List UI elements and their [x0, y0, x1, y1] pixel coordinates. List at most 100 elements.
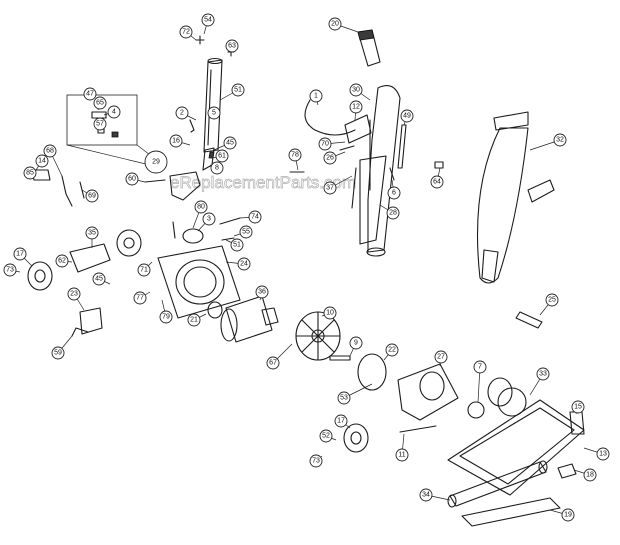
- callout-ring: [309, 89, 323, 103]
- lever: [61, 175, 73, 207]
- callout-ring: [207, 106, 221, 120]
- callout-number: 37: [326, 185, 334, 192]
- callout-ring: [231, 83, 245, 97]
- callout-number: 33: [539, 371, 547, 378]
- callout-ring: [395, 448, 409, 462]
- callout-number: 67: [269, 360, 277, 367]
- part-drawings: [27, 29, 585, 527]
- clip: [434, 161, 444, 169]
- callout-number: 5: [212, 110, 216, 117]
- callout-10: 10: [321, 306, 337, 320]
- callout-number: 30: [352, 87, 360, 94]
- o-ring: [357, 353, 387, 391]
- callout-59: 59: [51, 335, 73, 360]
- callout-65: 65: [93, 96, 107, 111]
- fan-chamber: [397, 363, 459, 421]
- callout-ring: [349, 100, 363, 114]
- callout-35: 35: [85, 226, 99, 248]
- screw: [221, 237, 235, 241]
- belt: [467, 401, 485, 419]
- callout-number: 68: [46, 148, 54, 155]
- callout-number: 24: [240, 261, 248, 268]
- spring: [189, 119, 195, 133]
- callout-number: 17: [337, 418, 345, 425]
- callout-23: 23: [67, 287, 85, 311]
- height-adjuster: [79, 307, 103, 335]
- fan: [295, 311, 341, 361]
- shaft: [329, 355, 351, 361]
- screw: [339, 145, 355, 151]
- callout-ring: [137, 263, 151, 277]
- front-wheel: [487, 377, 513, 407]
- pin: [172, 221, 176, 239]
- callout-51: 51: [219, 83, 245, 101]
- callout-64: 64: [430, 167, 444, 189]
- callout-6: 6: [387, 179, 401, 200]
- callout-number: 72: [182, 29, 190, 36]
- callout-ring: [571, 400, 585, 414]
- callout-69: 69: [81, 189, 99, 203]
- callout-20: 20: [328, 17, 359, 33]
- callout-ring: [169, 134, 183, 148]
- callout-70: 70: [318, 137, 346, 151]
- callout-ring: [85, 226, 99, 240]
- callout-ring: [385, 343, 399, 357]
- callout-number: 64: [433, 179, 441, 186]
- callout-2: 2: [175, 106, 197, 121]
- callout-ring: [400, 109, 414, 123]
- callout-32: 32: [529, 133, 567, 151]
- linkage: [71, 327, 89, 337]
- bumper: [557, 463, 577, 479]
- callout-ring: [237, 257, 251, 271]
- callout-number: 25: [548, 297, 556, 304]
- callout-61: 61: [211, 149, 229, 163]
- callout-ring: [35, 154, 49, 168]
- callout-number: 8: [215, 165, 219, 172]
- callout-number: 73: [6, 267, 14, 274]
- callout-number: 6: [392, 190, 396, 197]
- nozzle-base: [447, 387, 585, 496]
- callout-number: 70: [321, 141, 329, 148]
- callout-number: 79: [162, 314, 170, 321]
- callout-ring: [430, 175, 444, 189]
- screw: [219, 217, 241, 225]
- callout-number: 59: [54, 350, 62, 357]
- callout-ring: [419, 488, 433, 502]
- callout-17: 17: [334, 414, 351, 429]
- callout-ring: [318, 137, 332, 151]
- callout-19: 19: [549, 508, 575, 522]
- grip-top: [357, 29, 375, 41]
- callout-60: 60: [125, 172, 146, 186]
- group-box: [66, 94, 138, 146]
- callout-number: 4: [112, 109, 116, 116]
- callout-number: 71: [140, 267, 148, 274]
- callout-ring: [434, 350, 448, 364]
- dust-bag: [476, 111, 555, 284]
- callout-number: 17: [16, 251, 24, 258]
- callout-ring: [133, 291, 147, 305]
- callout-15: 15: [571, 400, 585, 415]
- callout-24: 24: [225, 257, 251, 271]
- callout-37: 37: [323, 175, 353, 195]
- callout-number: 13: [599, 451, 607, 458]
- callout-number: 45: [226, 140, 234, 147]
- callout-85: 85: [23, 166, 37, 180]
- callout-36: 36: [255, 285, 269, 301]
- callout-ring: [202, 212, 216, 226]
- callout-55: 55: [233, 225, 253, 239]
- callout-ring: [23, 166, 37, 180]
- callout-number: 55: [242, 229, 250, 236]
- callout-number: 49: [403, 113, 411, 120]
- callout-number: 77: [136, 295, 144, 302]
- callout-number: 32: [556, 137, 564, 144]
- cord-wrap-rod: [351, 167, 357, 209]
- callout-number: 1: [314, 93, 318, 100]
- release-plate: [569, 411, 585, 435]
- callout-14: 14: [35, 154, 49, 171]
- callout-ring: [55, 254, 69, 268]
- rear-wheel: [27, 261, 53, 291]
- callout-7: 7: [473, 360, 487, 403]
- callout-number: 3: [207, 216, 211, 223]
- power-cord: [304, 99, 356, 136]
